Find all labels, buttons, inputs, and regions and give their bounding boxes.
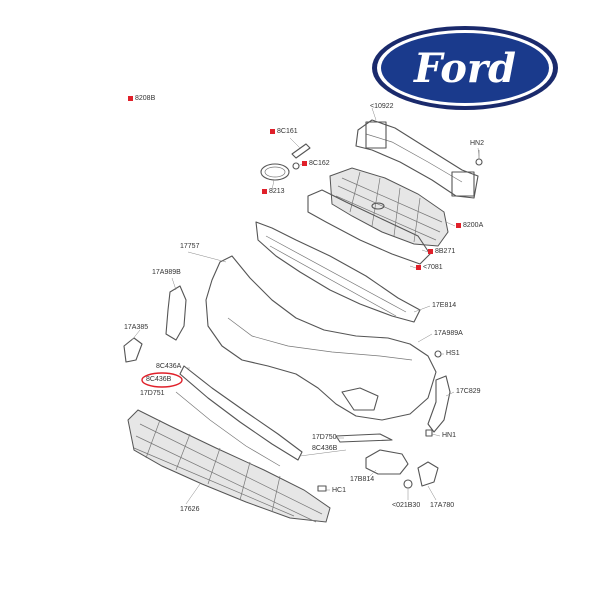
label-8200a: 8200A <box>456 222 483 230</box>
label-021b30: <021B30 <box>392 502 421 509</box>
label-8c436a: 8C436A <box>156 363 182 370</box>
label-17a385: 17A385 <box>124 324 149 331</box>
label-8b271: 8B271 <box>428 248 455 256</box>
grille-frame <box>307 189 431 265</box>
impact-beam <box>355 119 479 199</box>
ford-logo: Ford <box>372 26 558 110</box>
label-17a989a: 17A989A <box>434 330 463 337</box>
label-8c162: 8C162 <box>302 160 330 168</box>
bumper-absorber <box>255 221 421 323</box>
label-17b814: 17B814 <box>350 476 375 483</box>
small-fasteners <box>317 350 442 492</box>
ford-logo-text: Ford <box>413 45 516 92</box>
trim-strips <box>175 365 303 467</box>
label-8c436b-circled: 8C436B <box>146 376 172 383</box>
label-17e814: 17E814 <box>432 302 457 309</box>
label-17a780: 17A780 <box>430 502 455 509</box>
label-8213: 8213 <box>262 188 285 196</box>
label-hc1: HC1 <box>332 487 347 494</box>
label-hs1: HS1 <box>446 350 460 357</box>
fasteners <box>291 143 311 170</box>
label-17d751: 17D751 <box>140 390 165 397</box>
emblem <box>260 163 290 181</box>
label-17757: 17757 <box>180 243 200 250</box>
label-8208b: 8208B <box>128 95 155 103</box>
label-17d750: 17D750 <box>312 434 337 441</box>
label-8c436b: 8C436B <box>312 445 338 452</box>
bumper-cover <box>205 255 437 421</box>
fog-lamp-bezels <box>365 449 439 489</box>
label-17a989b: 17A989B <box>152 269 181 276</box>
label-17626: 17626 <box>180 506 200 513</box>
lower-grille <box>127 409 331 523</box>
hn2-bolt-shape <box>475 150 483 166</box>
label-7081: <7081 <box>416 264 443 272</box>
highlight-circle <box>141 372 183 388</box>
leader-lines <box>131 107 480 505</box>
label-8c161: 8C161 <box>270 128 298 136</box>
left-side-bracket <box>165 285 187 341</box>
upper-grille <box>329 167 449 247</box>
label-10922: <10922 <box>370 103 394 110</box>
label-hn1: HN1 <box>442 432 457 439</box>
label-hn2: HN2 <box>470 140 485 147</box>
right-side-trim <box>427 375 451 433</box>
label-17c829: 17C829 <box>456 388 481 395</box>
bracket-17a385 <box>123 337 143 363</box>
